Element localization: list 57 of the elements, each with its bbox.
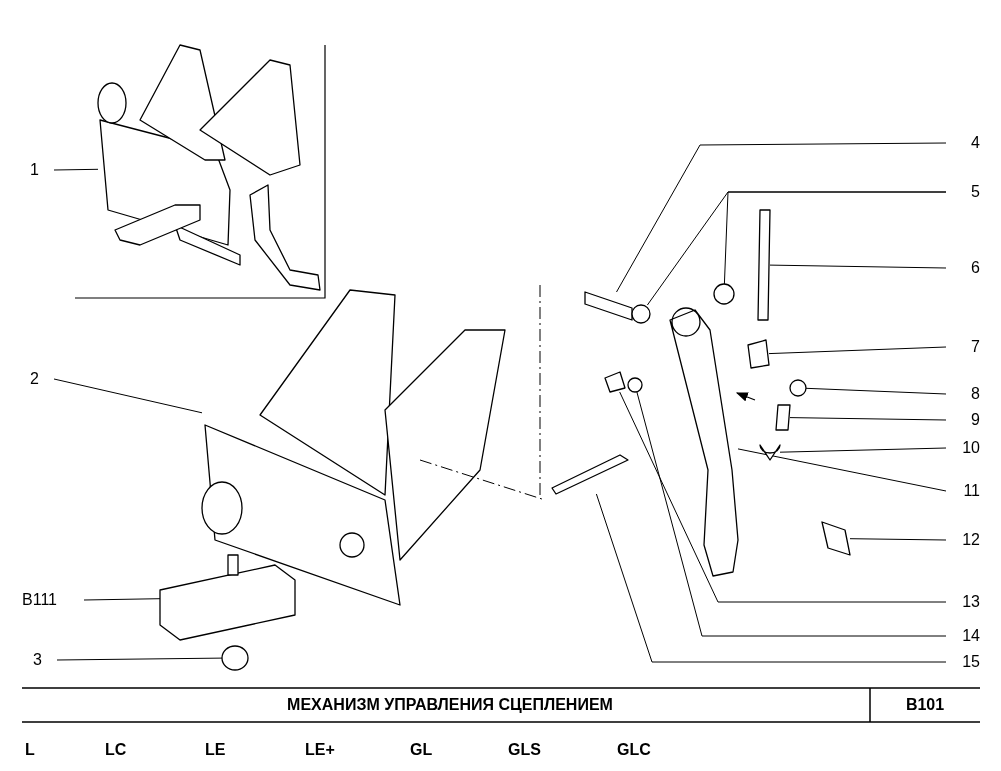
washer-drawing — [627, 377, 643, 393]
leader-line — [619, 391, 947, 603]
callout-number: 4 — [950, 133, 980, 153]
leader-line — [789, 417, 947, 421]
clip-drawing — [747, 339, 770, 369]
callout-number: 3 — [33, 650, 53, 670]
leader-line — [53, 168, 99, 171]
pedal-stop-drawing — [759, 444, 781, 461]
trim-code: GL — [410, 740, 434, 760]
drawing-number: B101 — [904, 695, 946, 715]
bolt-drawing — [775, 404, 791, 431]
leader-line — [849, 538, 947, 541]
leader-line — [723, 191, 947, 285]
nut-drawing — [789, 379, 807, 397]
clip-drawing — [604, 371, 626, 393]
bushing-drawing — [631, 304, 651, 324]
bushing-drawing — [713, 283, 735, 305]
leader-line — [83, 598, 161, 601]
callout-number: 10 — [950, 438, 980, 458]
callout-number: 2 — [30, 369, 50, 389]
leader-line — [805, 387, 947, 395]
leader-line — [53, 378, 203, 414]
pedal-bracket-drawing — [201, 289, 506, 606]
trim-code: LC — [105, 740, 128, 760]
callout-number: 5 — [950, 182, 980, 202]
trim-code: L — [25, 740, 36, 760]
callout-number: 15 — [950, 652, 980, 672]
trim-code: LE+ — [305, 740, 336, 760]
callout-number: 13 — [950, 592, 980, 612]
trim-code: GLS — [508, 740, 542, 760]
spring-drawing — [757, 209, 771, 321]
table-title: МЕХАНИЗМ УПРАВЛЕНИЯ СЦЕПЛЕНИЕМ — [286, 695, 614, 715]
callout-number: 8 — [950, 384, 980, 404]
leader-line — [769, 264, 947, 269]
trim-code: GLC — [617, 740, 652, 760]
leader-line — [595, 493, 947, 663]
leader-line — [616, 142, 947, 293]
leader-line — [779, 447, 947, 453]
callout-number: 9 — [950, 410, 980, 430]
pedal-pad-drawing — [821, 521, 851, 556]
callout-number: 14 — [950, 626, 980, 646]
clutch-pedal-drawing — [669, 307, 739, 577]
axle-drawing — [584, 291, 633, 321]
leader-line — [737, 448, 947, 492]
callout-number: 11 — [950, 481, 980, 501]
callout-number: 1 — [30, 160, 50, 180]
master-cylinder-drawing — [159, 554, 296, 641]
leader-line — [636, 391, 947, 637]
cotter-pin-drawing — [551, 454, 629, 495]
callout-number: 12 — [950, 530, 980, 550]
nut-drawing — [221, 645, 249, 671]
callout-number: 6 — [950, 258, 980, 278]
callout-number: 7 — [950, 337, 980, 357]
callout-number: B111 — [22, 590, 80, 610]
leader-line — [768, 346, 947, 355]
leader-line — [56, 657, 223, 661]
trim-code: LE — [205, 740, 227, 760]
